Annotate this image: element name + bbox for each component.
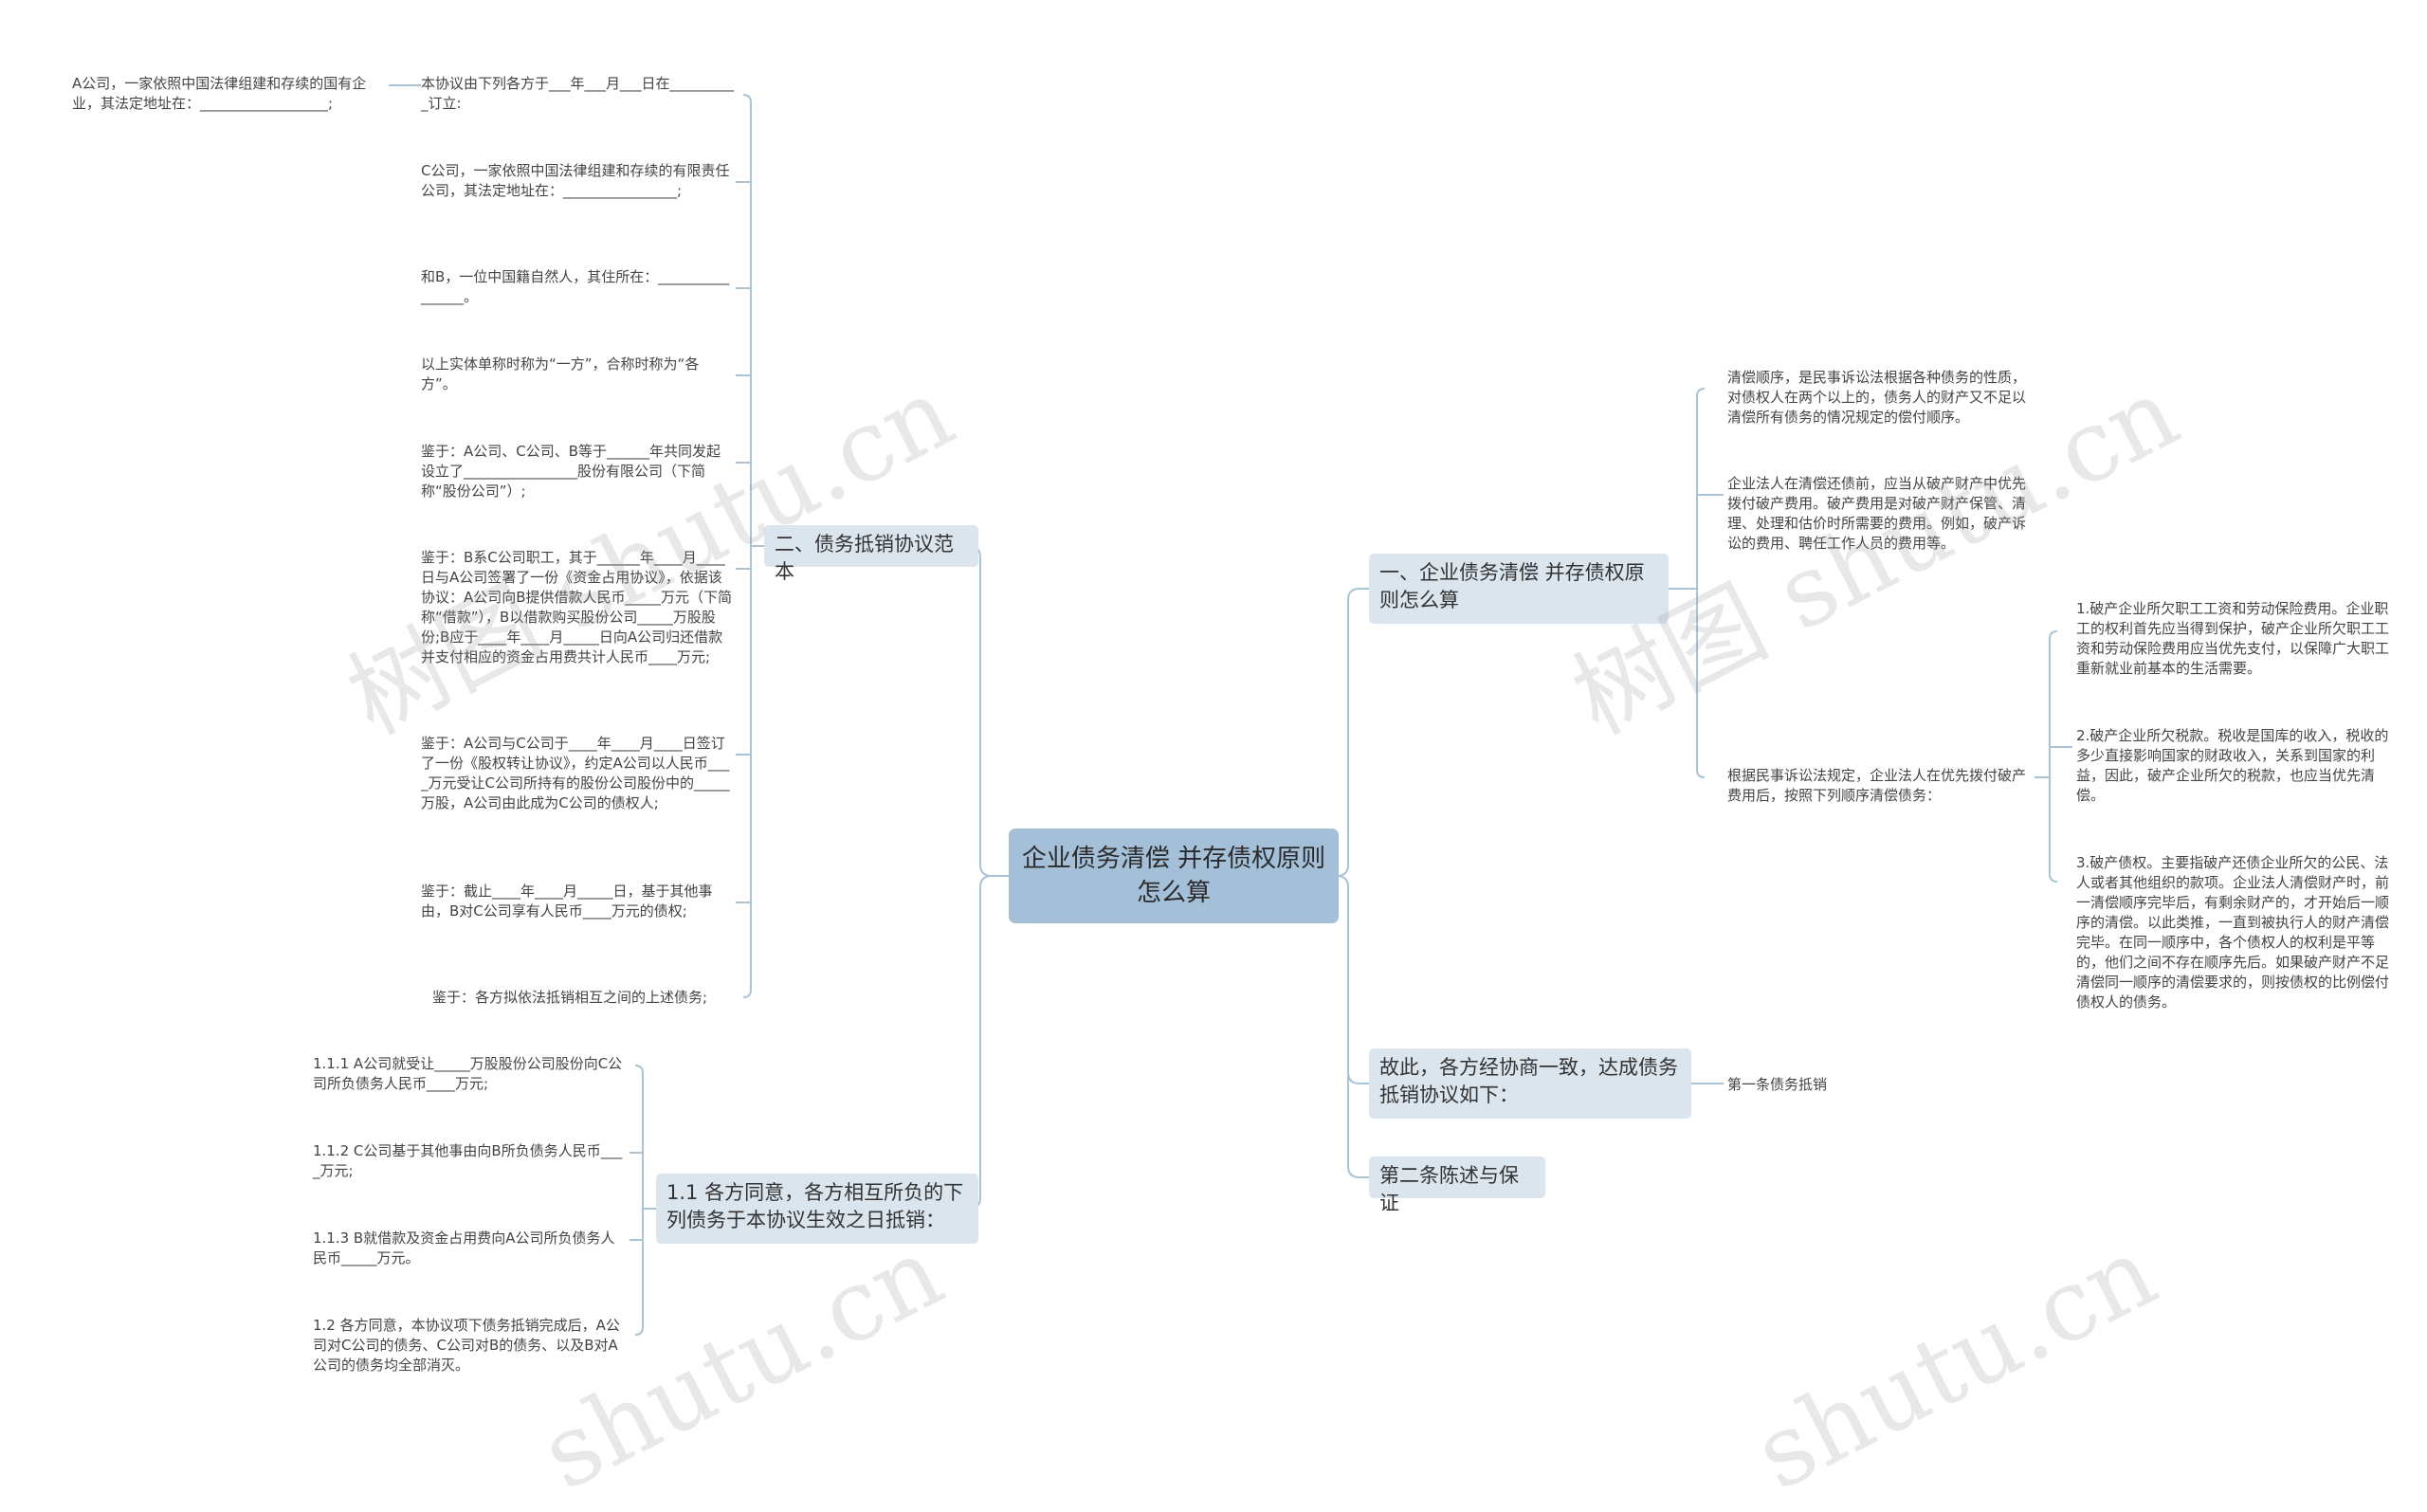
topic-agreement-template[interactable]: 二、债务抵销协议范本 — [764, 525, 978, 583]
leaf-whereas-loan[interactable]: 鉴于：B系C公司职工，其于______年____月____日与A公司签署了一份《… — [421, 549, 733, 665]
topic-mutual-offset[interactable]: 1.1 各方同意，各方相互所负的下列债务于本协议生效之日抵销： — [656, 1174, 978, 1244]
leaf-offset-1-1-2[interactable]: 1.1.2 C公司基于其他事由向B所负债务人民币____万元; — [313, 1142, 623, 1179]
link-root-branch-b — [968, 875, 993, 1210]
leaf-whereas-claim[interactable]: 鉴于：截止____年____月_____日，基于其他事由，B对C公司享有人民币_… — [421, 883, 713, 920]
leaf-person-b[interactable]: 和B，一位中国籍自然人，其住所在：________________。 — [421, 268, 730, 305]
link-branch-a-bracket — [742, 94, 752, 998]
leaf-agreement-parties[interactable]: 本协议由下列各方于___年___月___日在__________订立: — [421, 75, 735, 112]
leaf-bankruptcy-expenses[interactable]: 企业法人在清偿还债前，应当从破产财产中优先拨付破产费用。破产费用是对破产财产保管… — [1727, 475, 2027, 552]
link-root-branch-c — [1336, 588, 1369, 877]
topic-agreement-reached[interactable]: 故此，各方经协商一致，达成债务抵销协议如下： — [1369, 1048, 1691, 1119]
connector-lines — [389, 84, 2072, 1336]
mind-map-canvas: 企业债务清偿 并存债权原则 怎么算 二、债务抵销协议范本 1.1 各方同意，各方… — [72, 75, 2390, 1512]
leaf-repayment-order[interactable]: 清偿顺序，是民事诉讼法根据各种债务的性质，对债权人在两个以上的，债务人的财产又不… — [1727, 369, 2027, 426]
topic-debt-repayment-principle[interactable]: 一、企业债务清偿 并存债权原则怎么算 — [1369, 554, 1669, 624]
leaf-offset-1-1-3[interactable]: 1.1.3 B就借款及资金占用费向A公司所负债务人民币_____万元。 — [313, 1230, 615, 1266]
link-root-branch-a — [968, 545, 1009, 877]
leaf-company-a[interactable]: A公司，一家依照中国法律组建和存续的国有企业，其法定地址在：__________… — [72, 75, 367, 112]
leaf-whereas-offset[interactable]: 鉴于：各方拟依法抵销相互之间的上述债务; — [432, 989, 708, 1006]
leaf-article-one[interactable]: 第一条债务抵销 — [1727, 1076, 1828, 1093]
root-topic[interactable]: 企业债务清偿 并存债权原则 怎么算 — [1009, 829, 1339, 923]
topic-representation-warranty[interactable]: 第二条陈述与保证 — [1369, 1157, 1545, 1214]
leaf-priority-wages[interactable]: 1.破产企业所欠职工工资和劳动保险费用。企业职工的权利首先应当得到保护，破产企业… — [2076, 600, 2390, 677]
leaf-repayment-sequence[interactable]: 根据民事诉讼法规定，企业法人在优先拨付破产费用后，按照下列顺序清偿债务： — [1727, 767, 2027, 804]
link-branch-c-bracket — [1696, 388, 1706, 778]
watermark: shutu.cn — [1737, 1213, 2174, 1512]
link-root-branch-d — [1336, 875, 1369, 1084]
leaf-priority-claims[interactable]: 3.破产债权。主要指破产还债企业所欠的公民、法人或者其他组织的款项。企业法人清偿… — [2076, 854, 2390, 1011]
link-root-branch-e — [1347, 1071, 1369, 1178]
leaf-company-c[interactable]: C公司，一家依照中国法律组建和存续的有限责任公司，其法定地址在：________… — [421, 162, 730, 199]
leaf-offset-1-1-1[interactable]: 1.1.1 A公司就受让_____万股股份公司股份向C公司所负债务人民币____… — [313, 1055, 623, 1092]
leaf-whereas-share-transfer[interactable]: 鉴于：A公司与C公司于____年____月____日签订了一份《股权转让协议》，… — [421, 735, 730, 811]
link-branch-b-bracket — [634, 1065, 644, 1336]
link-branch-c-sub-bracket — [2049, 630, 2058, 883]
leaf-offset-1-2[interactable]: 1.2 各方同意，本协议项下债务抵销完成后，A公司对C公司的债务、C公司对B的债… — [313, 1317, 620, 1374]
leaf-parties-definition[interactable]: 以上实体单称时称为“一方”，合称时称为“各方”。 — [421, 355, 700, 392]
leaf-priority-taxes[interactable]: 2.破产企业所欠税款。税收是国库的收入，税收的多少直接影响国家的财政收入，关系到… — [2076, 727, 2389, 804]
leaf-whereas-establishment[interactable]: 鉴于：A公司、C公司、B等于______年共同发起设立了____________… — [421, 443, 721, 500]
